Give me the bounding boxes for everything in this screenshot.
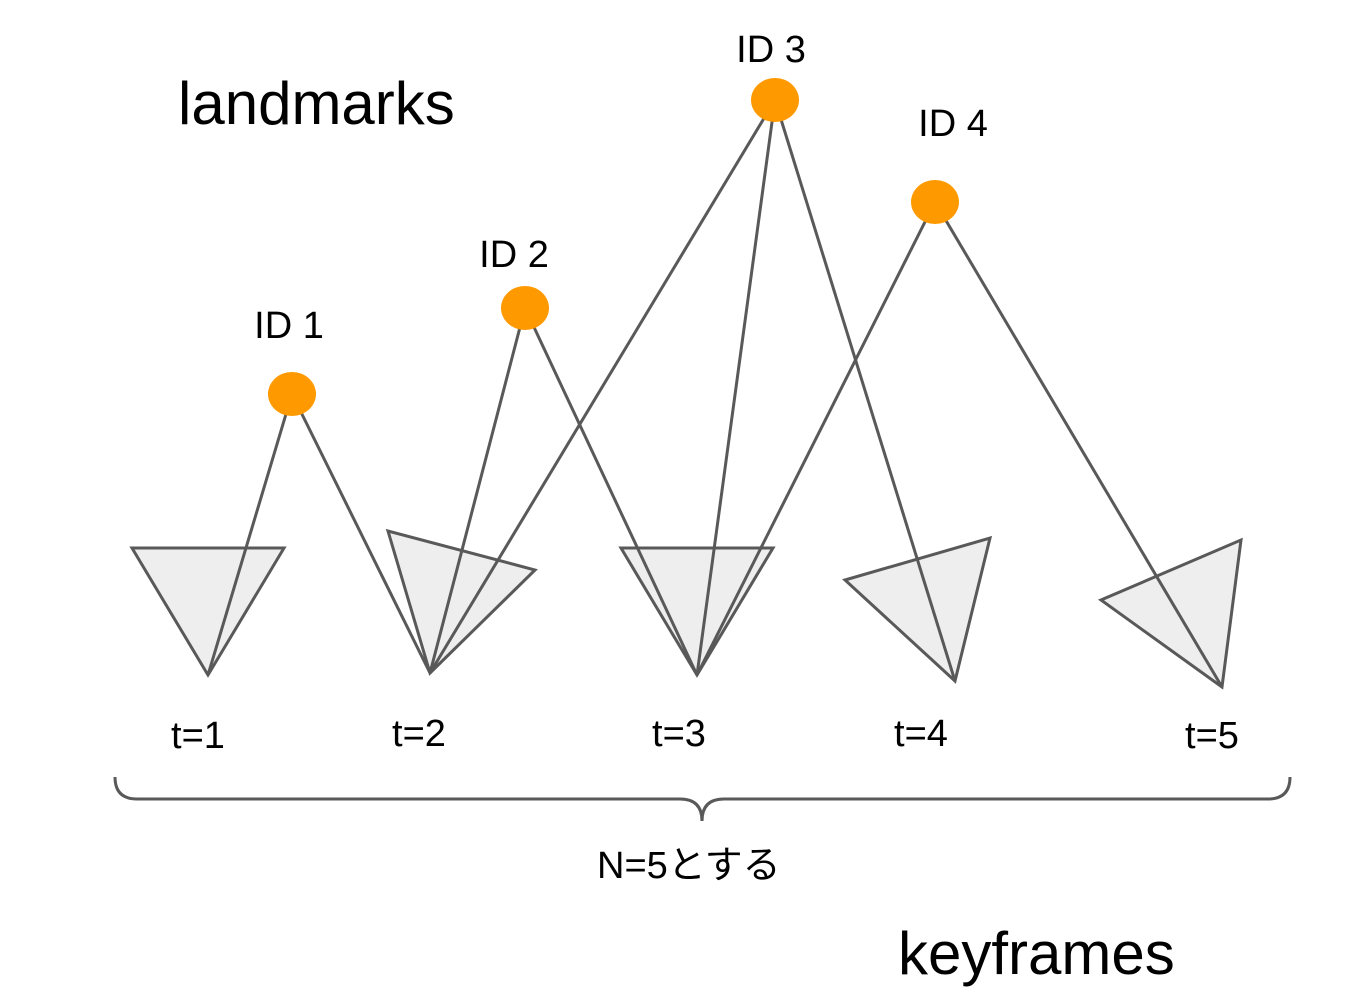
keyframe-label-4: t=4: [894, 713, 948, 755]
keyframe-label-1: t=1: [171, 715, 225, 757]
landmark-point-2: [501, 286, 549, 330]
landmark-point-4: [911, 180, 959, 224]
observation-edge-8: [695, 201, 937, 676]
landmark-point-3: [751, 78, 799, 122]
label-layer: t=1 t=2 t=3 t=4 t=5 ID 1 ID 2 ID 3 ID 4: [171, 29, 1239, 757]
keyframe-camera-5: [1097, 537, 1243, 690]
keyframes-heading: keyframes: [898, 920, 1175, 987]
observation-edge-3: [428, 307, 527, 674]
landmark-label-1: ID 1: [254, 305, 324, 347]
window-brace: [113, 776, 1292, 822]
window-size-caption: N=5とする: [597, 845, 781, 887]
observation-edge-4: [523, 307, 699, 676]
observation-edge-7: [773, 99, 957, 682]
keyframe-label-5: t=5: [1185, 715, 1239, 757]
landmark-point-1: [268, 372, 316, 416]
observation-edge-6: [695, 99, 777, 676]
landmark-label-4: ID 4: [918, 103, 988, 145]
observation-edge-5: [428, 99, 777, 674]
keyframe-label-3: t=3: [652, 713, 706, 755]
keyframe-label-2: t=2: [392, 713, 446, 755]
camera-layer: [129, 528, 1243, 690]
observation-edge-9: [933, 201, 1224, 688]
landmark-layer: [268, 78, 959, 416]
observation-edge-1: [206, 393, 294, 676]
keyframe-camera-1: [129, 546, 287, 678]
observation-edge-layer: [206, 99, 1224, 688]
landmarks-heading: landmarks: [178, 70, 455, 137]
landmark-label-2: ID 2: [479, 234, 549, 276]
landmark-label-3: ID 3: [736, 29, 806, 71]
keyframe-camera-3: [618, 546, 776, 678]
observation-edge-2: [290, 393, 432, 674]
